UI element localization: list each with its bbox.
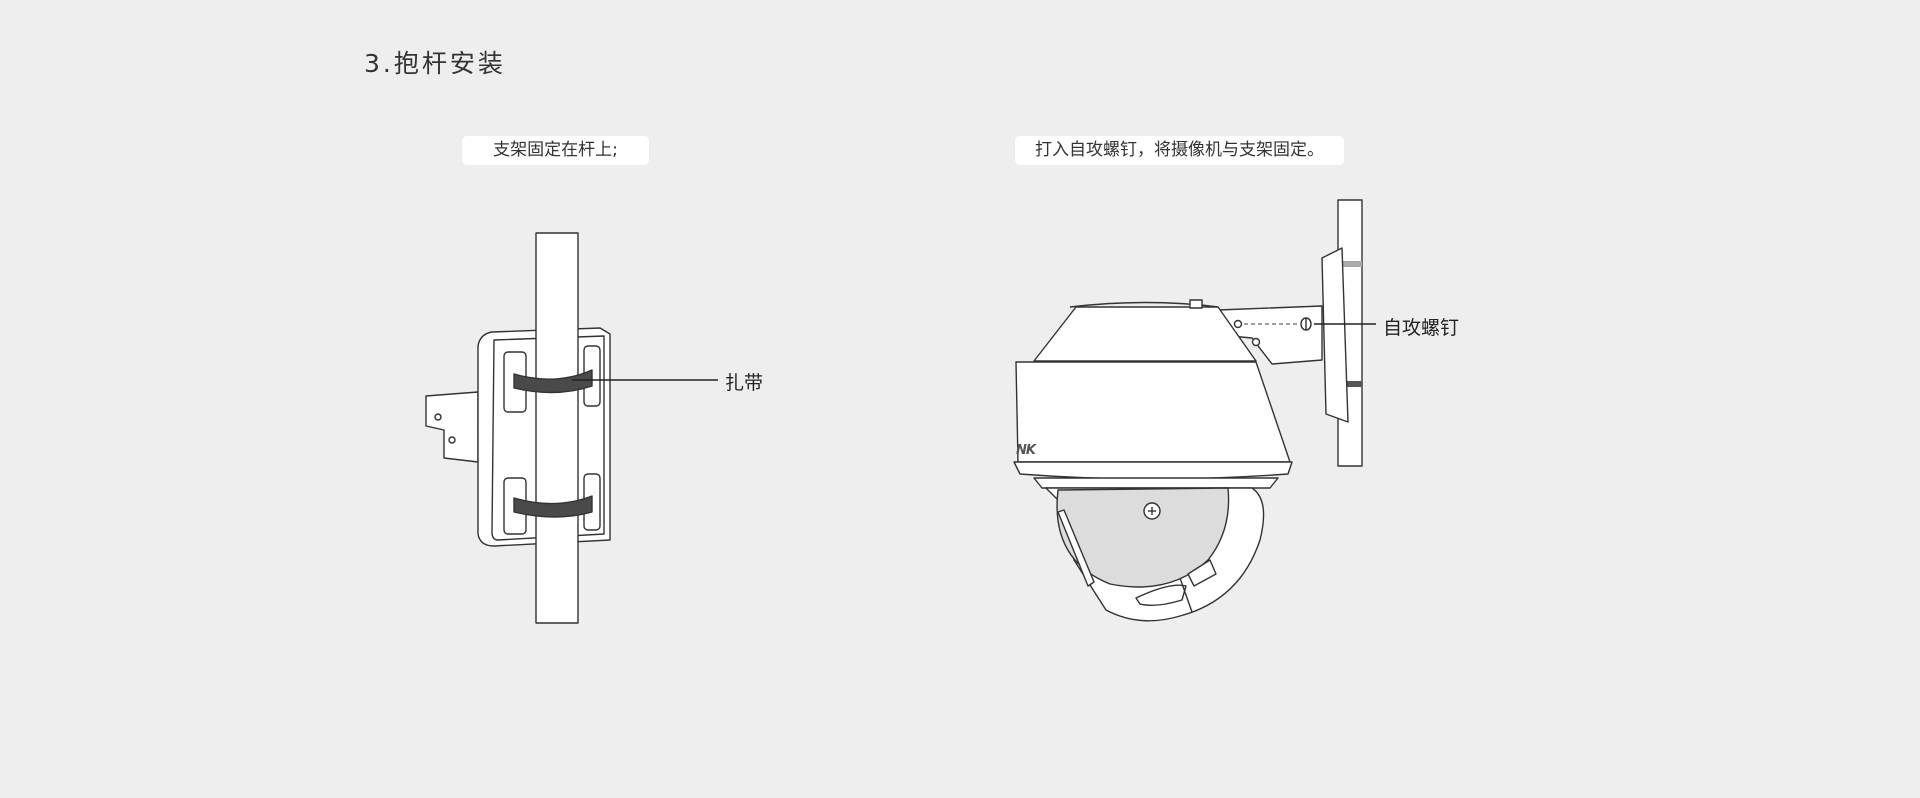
wall-plate [1321,247,1349,423]
camera-cap [1033,306,1257,362]
bracket-side-tab [425,391,479,463]
step2-caption: 打入自攻螺钉，将摄像机与支架固定。 [1015,136,1344,165]
camera-mount-illustration [1013,199,1376,622]
step1-caption: 支架固定在杆上; [462,136,649,165]
cable-tie [513,369,593,394]
pole [535,232,579,624]
section-title: 3.抱杆安装 [364,49,506,78]
camera-housing [1015,361,1291,463]
cable-tie-label: 扎带 [725,372,764,394]
pole-bracket-illustration [425,232,718,624]
screw-label: 自攻螺钉 [1383,317,1460,339]
cable-tie [513,495,593,518]
camera-logo: NK [1016,443,1036,458]
